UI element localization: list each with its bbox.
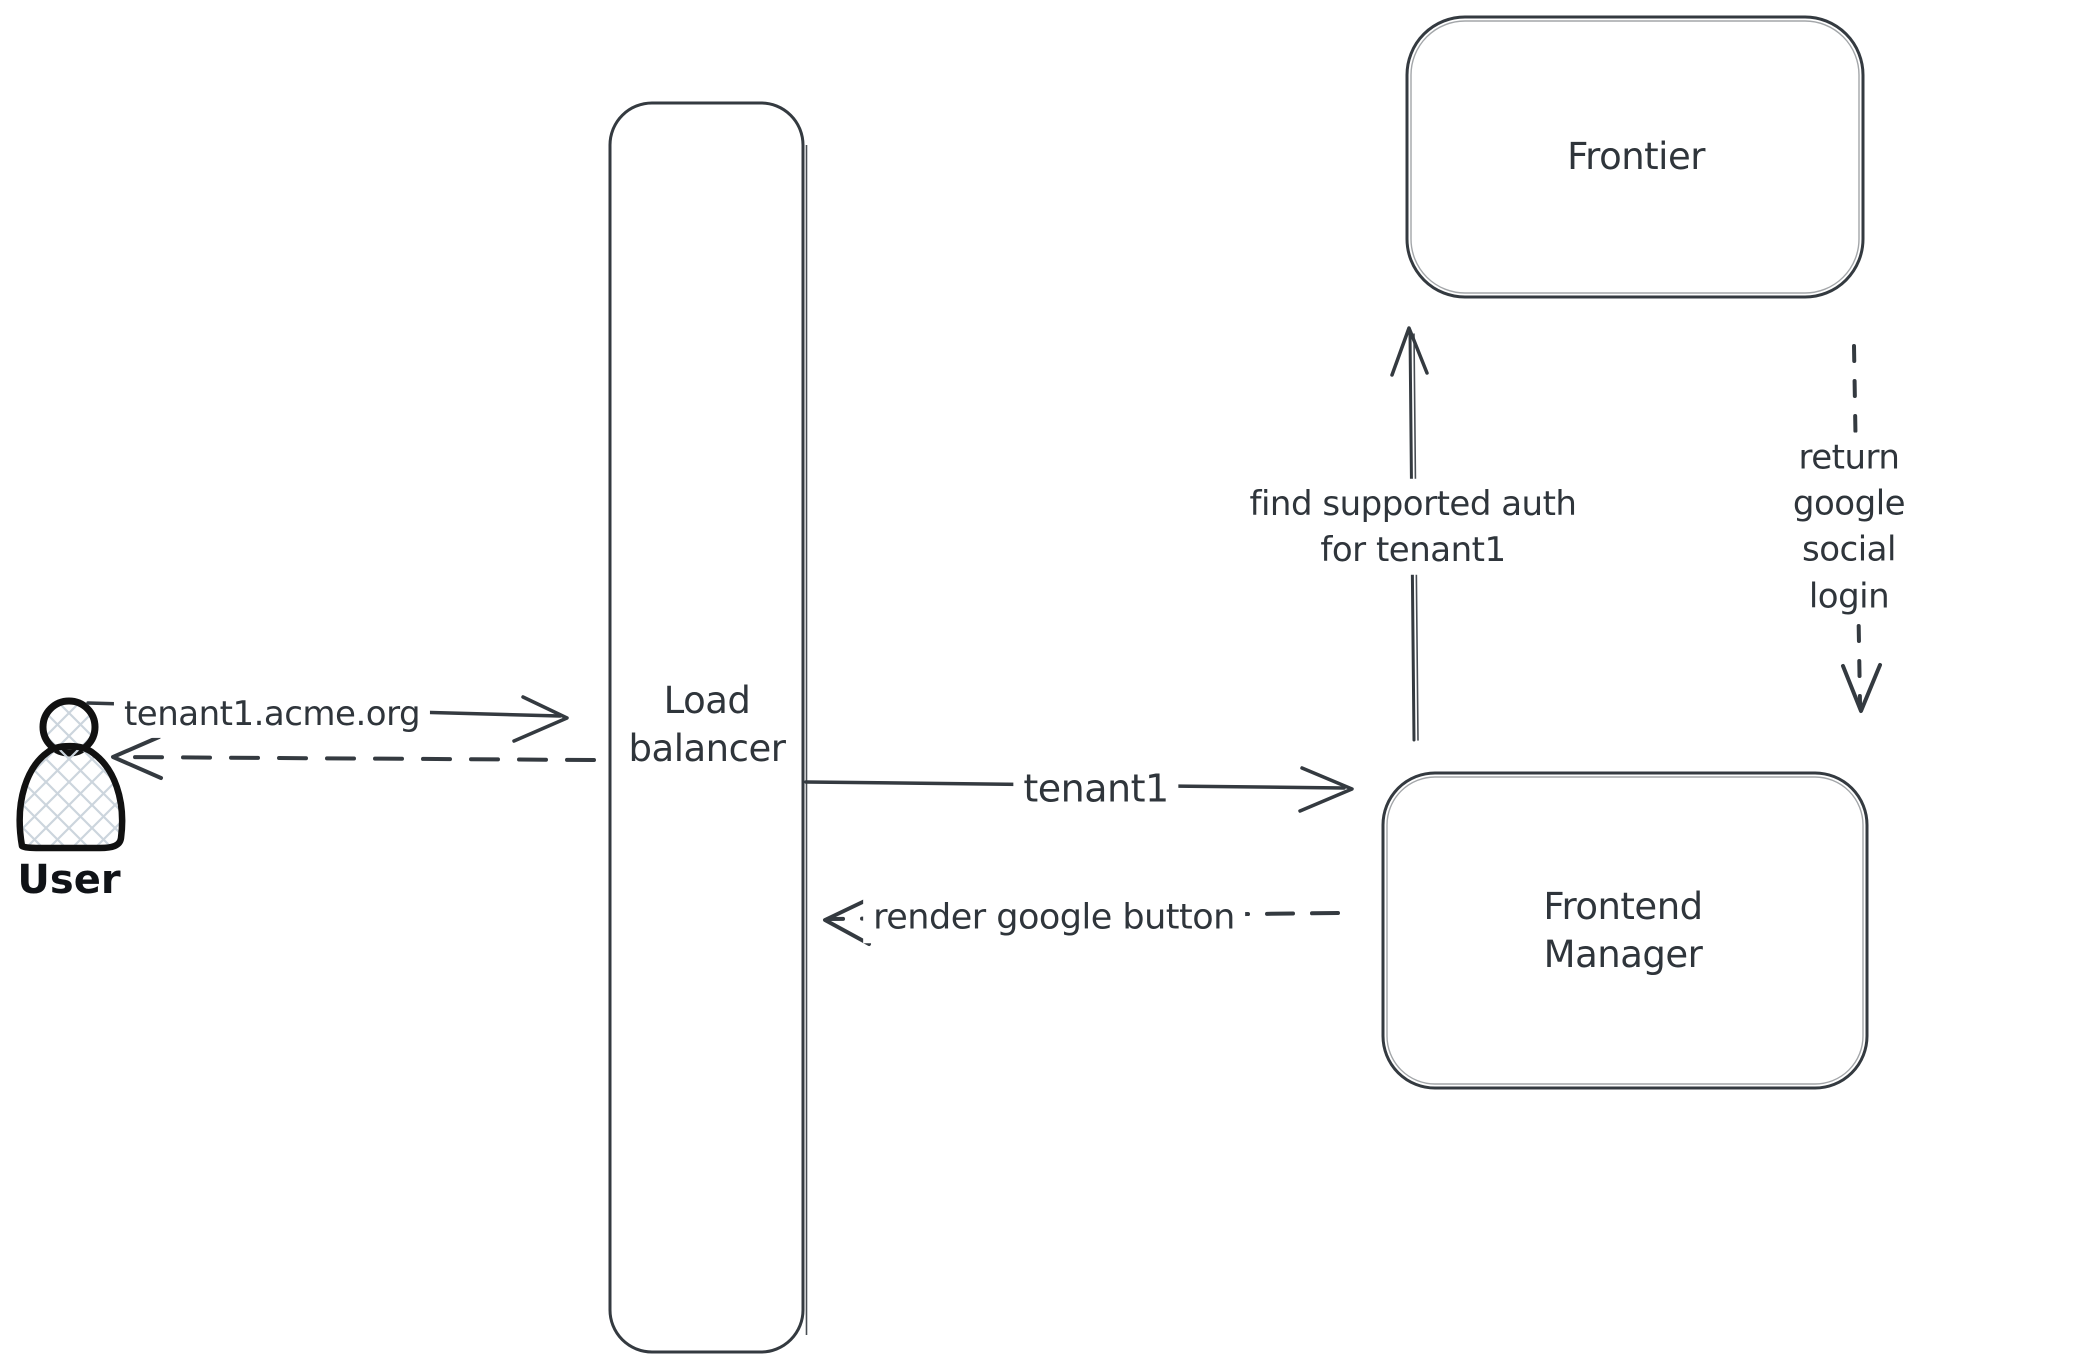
frontend-manager-label: Frontend Manager bbox=[1543, 884, 1703, 976]
user-label: User bbox=[17, 857, 121, 903]
load-balancer-box[interactable] bbox=[608, 101, 808, 1354]
frontier-label: Frontier bbox=[1567, 134, 1705, 178]
arrow-load-balancer-to-user[interactable] bbox=[111, 735, 596, 780]
edge-label-return-google-social-login: return google social login bbox=[1732, 432, 1966, 622]
load-balancer-label: Load balancer bbox=[628, 678, 786, 770]
edge-label-render-google-button: render google button bbox=[863, 893, 1245, 943]
frontier-box[interactable] bbox=[1405, 15, 1865, 299]
frontend-manager-box[interactable] bbox=[1381, 771, 1869, 1090]
edge-label-find-supported-auth: find supported auth for tenant1 bbox=[1239, 478, 1587, 576]
person-icon[interactable] bbox=[16, 697, 126, 852]
edge-label-tenant1: tenant1 bbox=[1013, 762, 1179, 816]
edge-label-tenant1-acme-org: tenant1.acme.org bbox=[113, 689, 431, 739]
